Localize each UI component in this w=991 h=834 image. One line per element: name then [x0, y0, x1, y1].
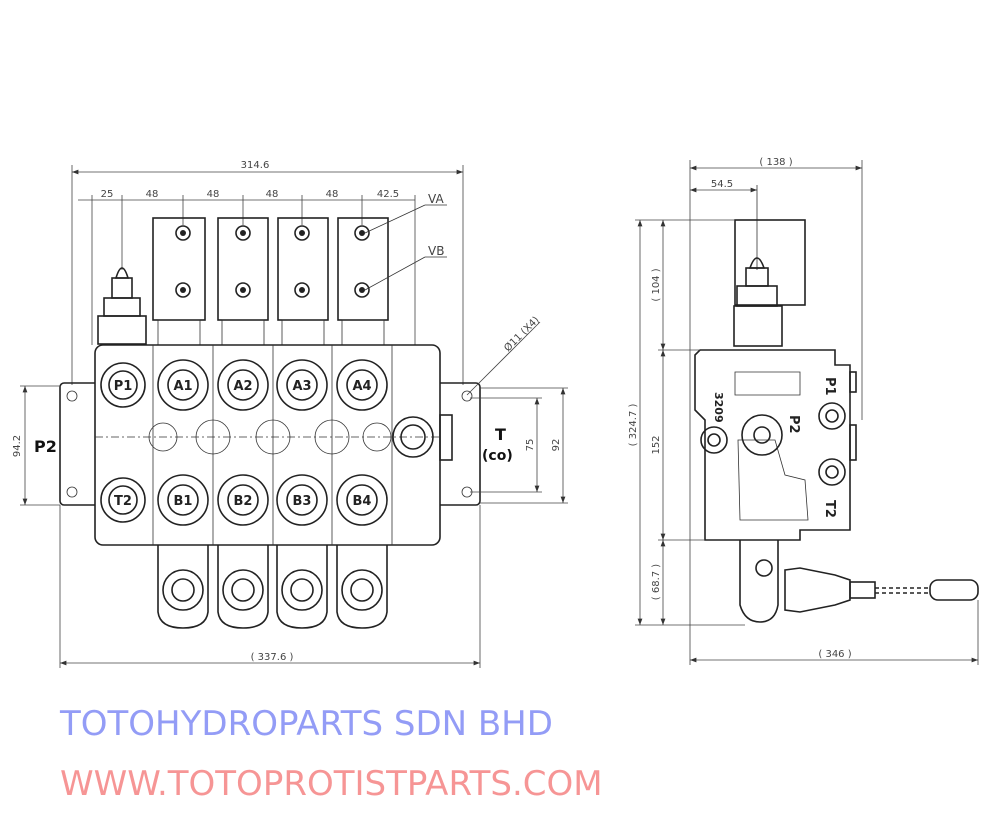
label-va: VA — [428, 192, 444, 206]
port-a1: A1 — [173, 379, 192, 394]
dim-overall-top: 314.6 — [241, 160, 270, 171]
label-co: (co) — [482, 448, 513, 464]
dim-overall-width: ( 346 ) — [818, 649, 851, 660]
front-view: 314.6 25 48 48 48 48 42.5 — [12, 160, 568, 668]
label-p2-side: P2 — [786, 415, 801, 434]
side-view: ( 138 ) 54.5 P1 P2 T2 3209 ( 324.7 ) ( — [628, 157, 979, 665]
port-p1: P1 — [114, 379, 133, 394]
dim-spacing-3: 48 — [266, 189, 279, 200]
dim-top-height: ( 104 ) — [651, 268, 662, 301]
dim-overall-height: ( 324.7 ) — [628, 404, 639, 447]
port-a3: A3 — [292, 379, 311, 394]
lever-assembly — [739, 540, 979, 623]
port-a4: A4 — [352, 379, 371, 394]
port-b1: B1 — [174, 494, 193, 509]
label-t: T — [495, 425, 506, 444]
port-a2: A2 — [233, 379, 252, 394]
label-p1: P1 — [822, 377, 837, 396]
dim-mount-hole: Ø11 (X4) — [502, 314, 542, 354]
dim-bottom-height: ( 68.7 ) — [651, 564, 662, 601]
solenoid-boxes — [152, 217, 389, 346]
dim-spacing-4: 48 — [326, 189, 339, 200]
port-b4: B4 — [353, 494, 372, 509]
label-p2: P2 — [34, 437, 57, 456]
port-b3: B3 — [293, 494, 312, 509]
dim-mount-outer: 92 — [551, 439, 562, 452]
watermark-blue: TOTOHYDROPARTS SDN BHD — [59, 704, 553, 744]
port-b2: B2 — [234, 494, 253, 509]
dim-spacing-5: 42.5 — [377, 189, 399, 200]
label-t2: T2 — [822, 500, 837, 518]
dim-spacing-1: 48 — [146, 189, 159, 200]
dim-mount-inner: 75 — [525, 439, 536, 452]
port-t — [392, 416, 434, 458]
dim-flange-height: 94.2 — [12, 435, 23, 457]
ports-top-row: P1 A1 A2 A3 A4 — [100, 359, 388, 411]
dim-width-top: ( 138 ) — [759, 157, 792, 168]
port-t2: T2 — [114, 494, 132, 509]
label-vb: VB — [428, 244, 444, 258]
spool-handles — [157, 545, 388, 629]
dim-spacing-2: 48 — [207, 189, 220, 200]
dim-spacing-0: 25 — [101, 189, 114, 200]
dim-body-height: 152 — [651, 435, 662, 454]
relief-valve — [97, 267, 147, 345]
dim-overall-bottom: ( 337.6 ) — [251, 652, 294, 663]
label-code: 3209 — [712, 392, 725, 423]
ports-bottom-row: T2 B1 B2 B3 B4 — [100, 474, 388, 526]
dim-offset: 54.5 — [711, 179, 733, 190]
watermark-red: WWW.TOTOPROTISTPARTS.COM — [60, 764, 603, 804]
